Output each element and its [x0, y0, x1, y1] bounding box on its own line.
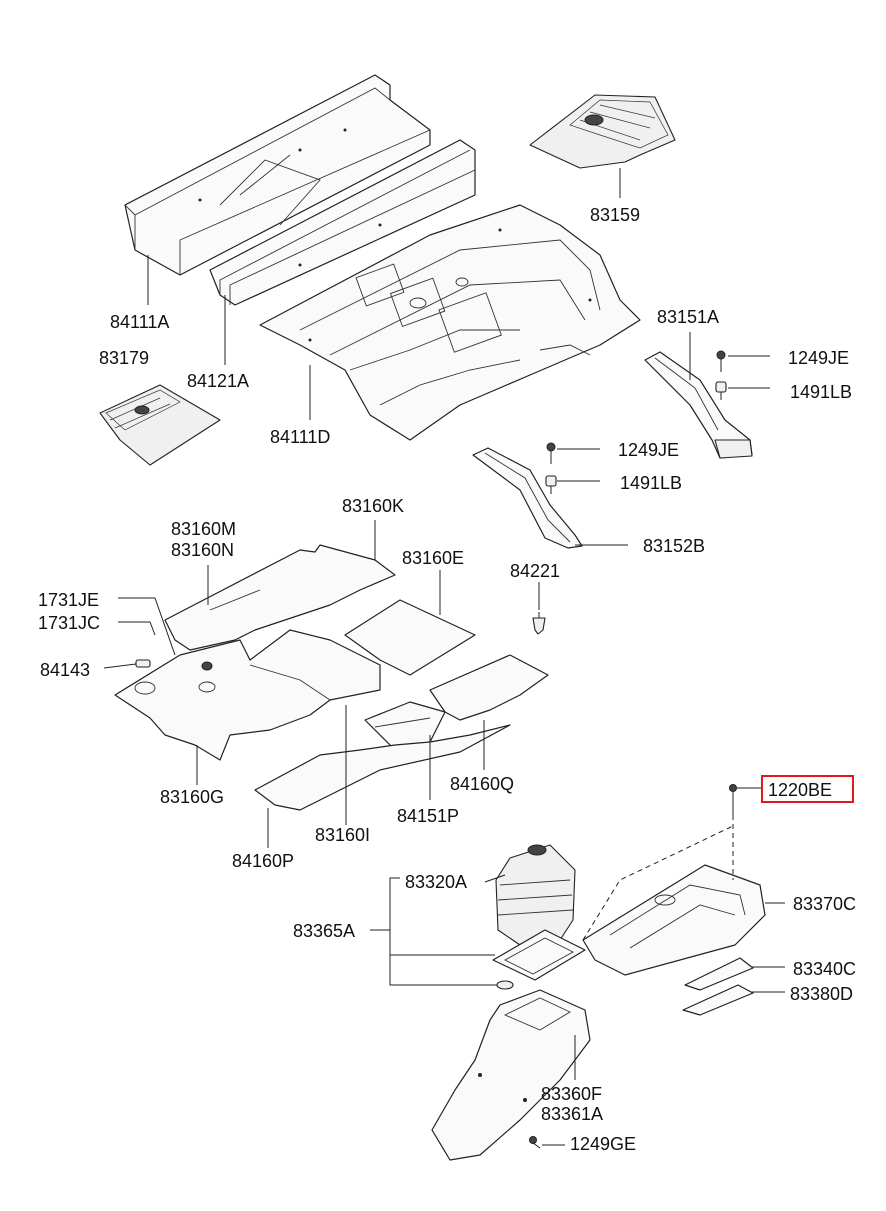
shift-cover-83360F: [431, 989, 591, 1161]
floor-mat-83179: [99, 384, 221, 466]
label-83179[interactable]: 83179: [99, 348, 149, 368]
highlight-box-1220BE: [761, 775, 854, 803]
label-83160E[interactable]: 83160E: [402, 548, 464, 568]
label-1220BE[interactable]: 1220BE: [768, 780, 832, 800]
insulation-pad-84160P: [254, 724, 511, 811]
label-84160Q[interactable]: 84160Q: [450, 774, 514, 794]
bolt-1249JE-upper: [716, 350, 726, 372]
label-83159[interactable]: 83159: [590, 205, 640, 225]
label-83380D[interactable]: 83380D: [790, 984, 853, 1004]
label-1249JE-lower[interactable]: 1249JE: [618, 440, 679, 460]
label-84121A[interactable]: 84121A: [187, 371, 249, 391]
floor-pan-84111D: [259, 204, 641, 441]
leader-lines: [103, 168, 785, 1146]
label-83365A[interactable]: 83365A: [293, 921, 355, 941]
insulation-pad-84151P: [364, 701, 446, 751]
label-83160K[interactable]: 83160K: [342, 496, 404, 516]
label-1249GE[interactable]: 1249GE: [570, 1134, 636, 1154]
label-83340C[interactable]: 83340C: [793, 959, 856, 979]
label-83160N[interactable]: 83160N: [171, 540, 234, 560]
label-1731JC[interactable]: 1731JC: [38, 613, 100, 633]
label-1249JE-upper[interactable]: 1249JE: [788, 348, 849, 368]
bolt-1249JE-lower: [546, 442, 556, 464]
floor-reinforcement-83151A: [644, 351, 753, 459]
insulation-pad-83160G: [114, 629, 381, 761]
plate-83340C: [684, 957, 754, 991]
label-83320A[interactable]: 83320A: [405, 872, 467, 892]
label-83360F[interactable]: 83360F: [541, 1084, 602, 1104]
label-83160M[interactable]: 83160M: [171, 519, 236, 539]
label-83152B[interactable]: 83152B: [643, 536, 705, 556]
label-1491LB-upper[interactable]: 1491LB: [790, 382, 852, 402]
boot-retainer-83365A: [492, 929, 586, 990]
label-83160I[interactable]: 83160I: [315, 825, 370, 845]
floor-reinforcement-83152B: [472, 447, 583, 549]
rear-floor-side-member-84121A: [209, 139, 476, 306]
plug-84221: [532, 612, 546, 635]
label-84160P[interactable]: 84160P: [232, 851, 294, 871]
front-floor-side-member-84111A: [124, 74, 431, 276]
bolt-1249GE: [529, 1136, 541, 1149]
part-labels: 84111A 84121A 84111D 83179 83159 83151A …: [38, 205, 856, 1154]
insulation-pad-83160K: [164, 544, 396, 651]
label-83370C[interactable]: 83370C: [793, 894, 856, 914]
label-84221[interactable]: 84221: [510, 561, 560, 581]
label-83151A[interactable]: 83151A: [657, 307, 719, 327]
clip-1491LB-upper: [715, 381, 727, 400]
label-84143[interactable]: 84143: [40, 660, 90, 680]
plate-83380D: [682, 984, 754, 1016]
floor-mat-83159: [529, 94, 676, 169]
grommet-84143: [135, 659, 151, 668]
label-1731JE[interactable]: 1731JE: [38, 590, 99, 610]
label-84111A[interactable]: 84111A: [110, 312, 169, 332]
label-83361A[interactable]: 83361A: [541, 1104, 603, 1124]
label-1491LB-lower[interactable]: 1491LB: [620, 473, 682, 493]
insulation-pad-83160E: [344, 599, 476, 676]
console-83370C: [582, 824, 766, 976]
label-83160G[interactable]: 83160G: [160, 787, 224, 807]
label-84151P[interactable]: 84151P: [397, 806, 459, 826]
clip-1491LB-lower: [545, 475, 557, 494]
screw-1220BE: [729, 784, 737, 880]
label-84111D[interactable]: 84111D: [270, 427, 330, 447]
insulation-pad-84160Q: [429, 654, 549, 721]
shift-boot-83320A: [495, 844, 576, 946]
